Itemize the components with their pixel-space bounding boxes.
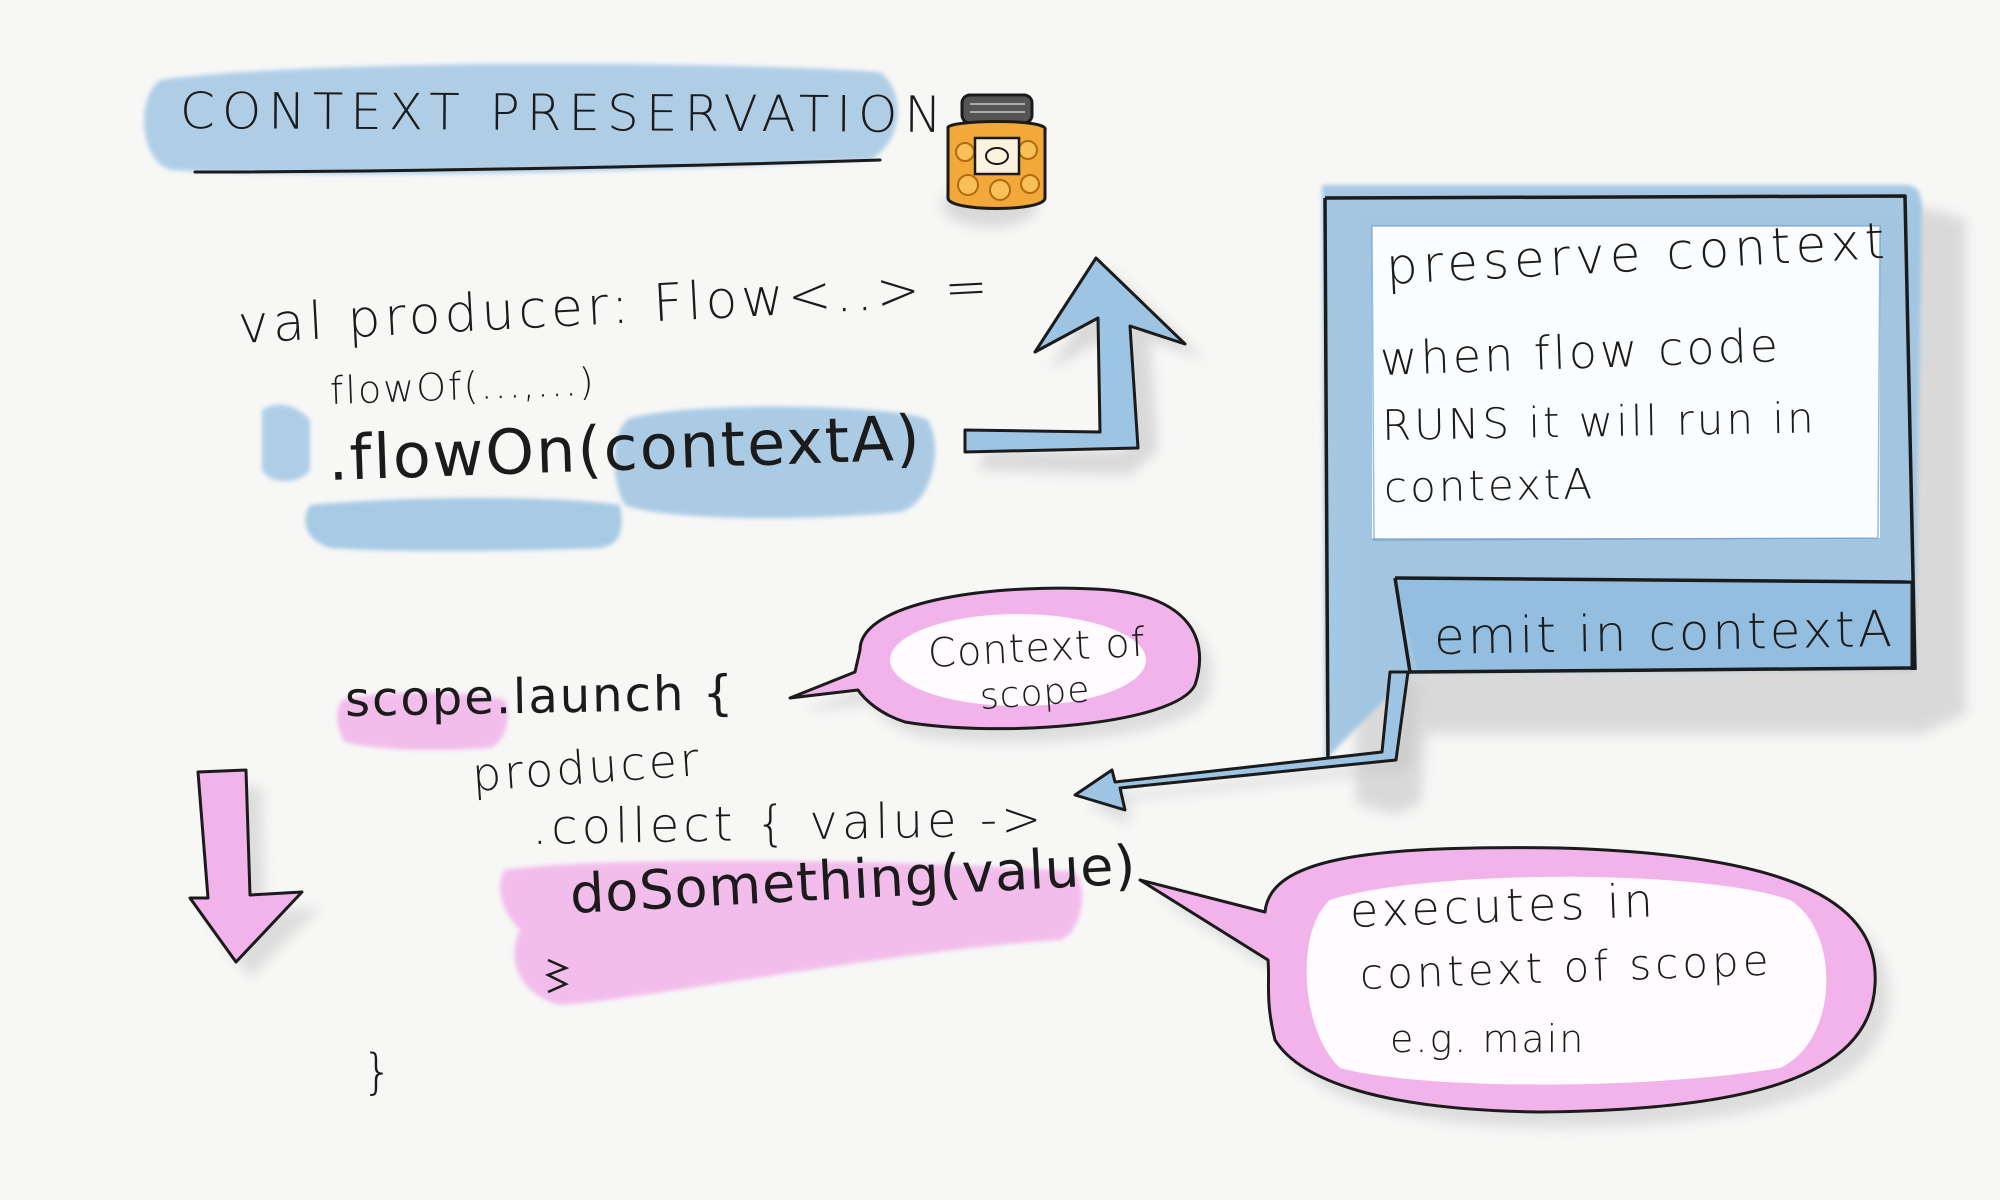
code-line-flowof: flowOf(...,...)	[329, 359, 597, 413]
title-wash	[143, 63, 898, 175]
scope-bubble	[788, 586, 1212, 743]
return-arrow-icon	[1073, 670, 1420, 825]
code-line-launch: scope.launch {	[344, 665, 736, 728]
flow-box-emit: emit in contextA	[1433, 599, 1896, 666]
code-line-close-brace: }	[362, 1044, 393, 1100]
jar-icon	[942, 93, 1047, 227]
flow-box-line-2: when flow code	[1379, 318, 1782, 386]
dosomething-wash	[500, 860, 1083, 1005]
scope-bubble-line-1: Context of	[926, 619, 1147, 677]
executes-bubble	[1138, 846, 1890, 1128]
scope-wash	[337, 692, 508, 750]
flowon-wash	[262, 404, 936, 551]
up-arrow-icon	[963, 256, 1205, 475]
scope-bubble-line-2: scope	[978, 669, 1092, 718]
page-title: CONTEXT PRESERVATION	[179, 82, 949, 145]
down-arrow-icon	[188, 768, 320, 978]
squiggle-mark	[544, 958, 570, 994]
executes-bubble-line-1: executes in	[1349, 873, 1658, 938]
flow-box	[1322, 185, 1966, 814]
flow-box-line-3: RUNS it will run in	[1381, 393, 1818, 450]
executes-bubble-line-3: e.g. main	[1390, 1017, 1586, 1061]
flow-box-line-4: contextA	[1383, 459, 1596, 512]
